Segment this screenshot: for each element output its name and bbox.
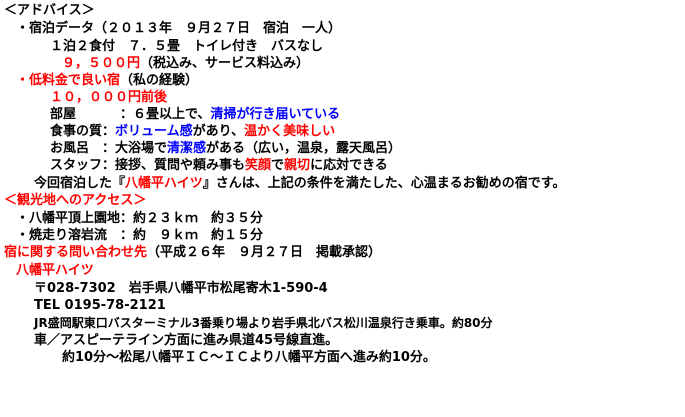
address-text: 〒028-7302 岩手県八幡平市松尾寄木1-590-4	[34, 281, 328, 296]
access-header-text: ＜観光地へのアクセス＞	[4, 193, 147, 208]
cheap-title-rest: （私の経験）	[120, 73, 199, 88]
plan-line: １泊２食付 ７．５畳 トイレ付き バスなし	[50, 38, 323, 55]
staff-rest: に応対できる	[310, 158, 388, 173]
bath-line: お風呂 ：大浴場で清潔感がある（広い，温泉，露天風呂）	[50, 140, 401, 157]
staff-highlight-1: 笑顔	[245, 158, 272, 173]
access-item-1-text: ・八幡平頂上園地：約２３ｋｍ 約３５分	[16, 211, 264, 226]
access-item-2-text: ・焼走り溶岩流 ：約 ９ｋｍ 約１５分	[16, 228, 264, 243]
budget-text: １０，０００円前後	[50, 90, 168, 105]
stay-data: ・宿泊データ（２０１３年 ９月２７日 宿泊 一人）	[16, 20, 341, 37]
tel-text: TEL 0195-78-2121	[34, 298, 166, 313]
summary-pre: 今回宿泊した『	[34, 176, 126, 191]
bath-rest: がある（広い，温泉，露天風呂）	[206, 141, 402, 156]
car-line-2: 約10分～松尾八幡平ＩＣ～ＩＣより八幡平方面へ進み約10分。	[62, 349, 436, 366]
staff-line: スタッフ：接拶、質問や頼み事も笑顔で親切に応対できる	[50, 157, 388, 174]
cheap-title-red: ・低料金で良い宿	[16, 73, 121, 88]
room-highlight: 清掃が行き届いている	[210, 107, 341, 122]
meal-label: 食事の質：	[50, 124, 116, 139]
price-value: ９，５００円	[62, 56, 141, 71]
contact-title-rest: （平成２６年 ９月２７日 掲載承認）	[147, 245, 382, 260]
price-line: ９，５００円（税込み、サービス料込み）	[62, 55, 309, 72]
meal-highlight-2: 温かく美味しい	[244, 124, 336, 139]
access-item-2: ・焼走り溶岩流 ：約 ９ｋｍ 約１５分	[16, 227, 263, 244]
meal-highlight-1: ボリューム感	[115, 124, 193, 139]
summary-post: 』さんは、上記の条件を満たした、心温まるお勧めの宿です。	[202, 176, 566, 191]
advice-header-text: ＜アドバイス＞	[4, 3, 95, 18]
hotel-name-text: 八幡平ハイツ	[16, 263, 94, 278]
tel-line: TEL 0195-78-2121	[34, 297, 166, 314]
contact-title: 宿に関する問い合わせ先（平成２６年 ９月２７日 掲載承認）	[4, 244, 381, 261]
meal-mid: があり、	[192, 124, 245, 139]
staff-label: スタッフ：接拶、質問や頼み事も	[50, 158, 246, 173]
summary-line: 今回宿泊した『八幡平ハイツ』さんは、上記の条件を満たした、心温まるお勧めの宿です…	[34, 175, 565, 192]
advice-header: ＜アドバイス＞	[4, 2, 95, 19]
access-header: ＜観光地へのアクセス＞	[4, 192, 146, 209]
staff-highlight-2: 親切	[284, 158, 311, 173]
plan-text: １泊２食付 ７．５畳 トイレ付き バスなし	[50, 39, 324, 54]
room-text: ：６畳以上で、	[120, 107, 211, 122]
hotel-name: 八幡平ハイツ	[16, 262, 94, 279]
train-line: JR盛岡駅東口バスターミナル3番乗り場より岩手県北バス松川温泉行き乗車。約80分	[34, 315, 493, 332]
summary-hotel-name: 八幡平ハイツ	[125, 176, 203, 191]
train-text: JR盛岡駅東口バスターミナル3番乗り場より岩手県北バス松川温泉行き乗車。約80分	[34, 316, 493, 330]
room-line: 部屋 ：６畳以上で、清掃が行き届いている	[50, 106, 340, 123]
price-note: （税込み、サービス料込み）	[140, 56, 310, 71]
room-label: 部屋	[50, 107, 77, 122]
staff-mid: で	[271, 158, 285, 173]
car-text-2: 約10分～松尾八幡平ＩＣ～ＩＣより八幡平方面へ進み約10分。	[62, 350, 436, 365]
contact-title-red: 宿に関する問い合わせ先	[4, 245, 148, 260]
car-line: 車／アスピーテライン方面に進み県道45号線直進。	[34, 332, 338, 349]
cheap-title: ・低料金で良い宿（私の経験）	[16, 72, 198, 89]
bath-highlight: 清潔感	[167, 141, 207, 156]
meal-line: 食事の質：ボリューム感があり、温かく美味しい	[50, 123, 335, 140]
address-line: 〒028-7302 岩手県八幡平市松尾寄木1-590-4	[34, 280, 328, 297]
access-item-1: ・八幡平頂上園地：約２３ｋｍ 約３５分	[16, 210, 263, 227]
car-text: 車／アスピーテライン方面に進み県道45号線直進。	[34, 333, 339, 348]
stay-data-text: ・宿泊データ（２０１３年 ９月２７日 宿泊 一人）	[16, 21, 342, 36]
budget-line: １０，０００円前後	[50, 89, 167, 106]
bath-label: お風呂 ：大浴場で	[50, 141, 168, 156]
